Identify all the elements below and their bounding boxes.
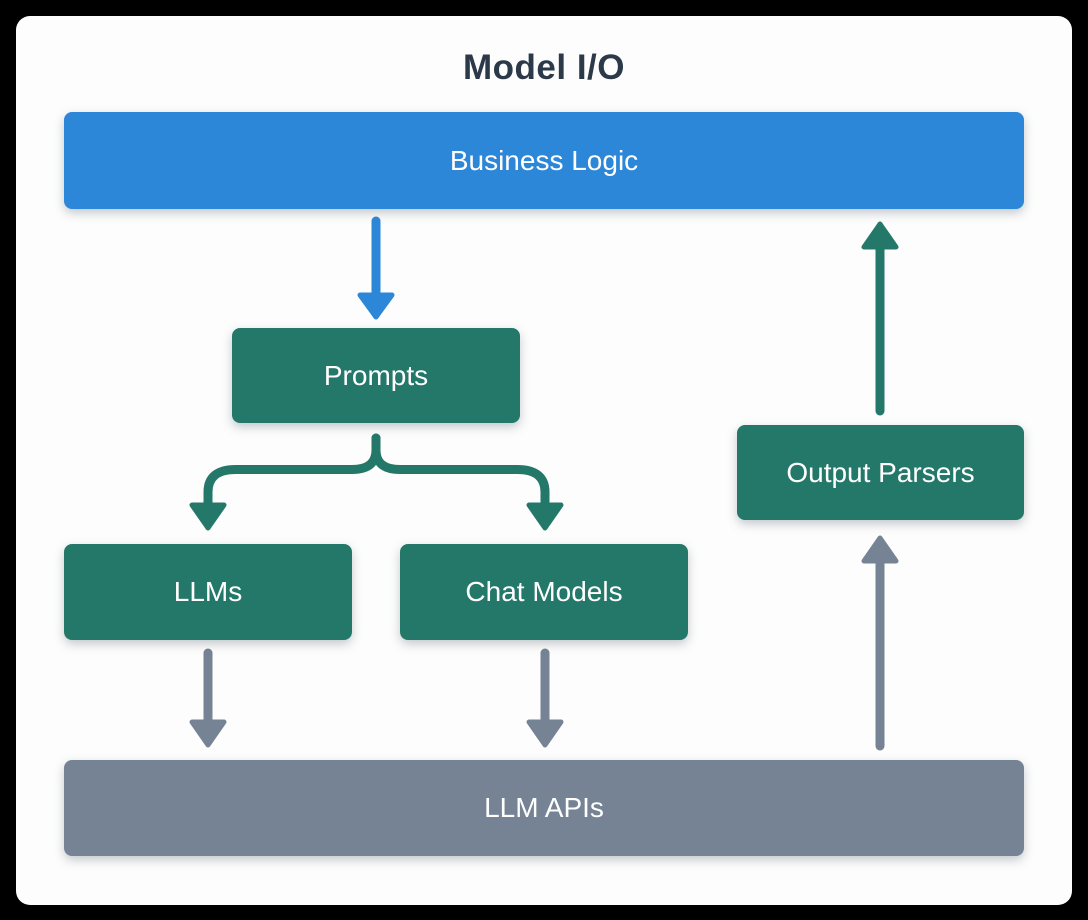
diagram-title: Model I/O (463, 48, 625, 87)
node-llm-apis-label: LLM APIs (484, 792, 604, 823)
node-output-parsers: Output Parsers (737, 425, 1024, 520)
node-business-logic: Business Logic (64, 112, 1024, 209)
node-prompts-label: Prompts (323, 359, 429, 391)
node-llm-apis: LLM APIs (64, 760, 1024, 856)
node-llms-label: LLMs (173, 576, 243, 607)
node-prompts: Prompts (232, 328, 520, 423)
node-llms: LLMs (64, 544, 352, 640)
node-chat-models: Chat Models (400, 544, 688, 640)
node-chat-models-label: Chat Models (465, 576, 623, 607)
node-business-logic-label: Business Logic (449, 144, 639, 176)
node-output-parsers-label: Output Parsers (786, 456, 975, 488)
